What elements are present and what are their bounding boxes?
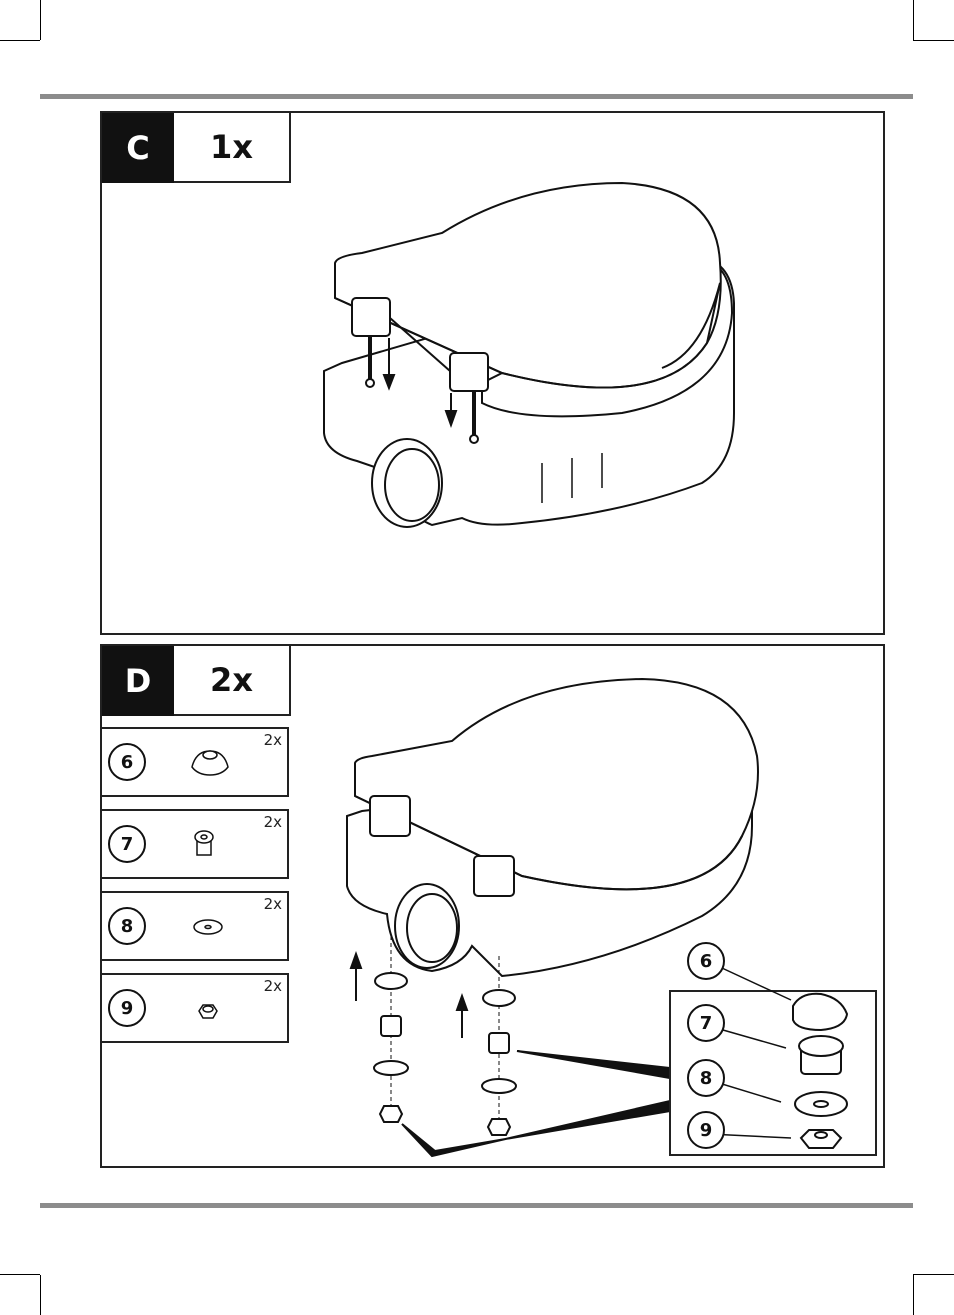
toilet-seat-fixing-illustration	[346, 677, 759, 1158]
crop-mark	[0, 1274, 40, 1275]
crop-mark	[0, 40, 40, 41]
part-item-6: 6 2x	[100, 727, 289, 797]
cone-cap-icon	[191, 750, 229, 776]
step-quantity: 2x	[174, 646, 291, 716]
washer-icon	[193, 919, 223, 935]
step-letter: C	[102, 113, 174, 183]
crop-mark	[913, 1275, 914, 1315]
header-rule	[40, 94, 913, 99]
fastener-stack-illustration	[708, 961, 849, 1149]
crop-mark	[40, 0, 41, 40]
callout-number: 8	[687, 1059, 725, 1097]
part-item-7: 7 2x	[100, 809, 289, 879]
expansion-bushing-icon	[194, 830, 214, 856]
crop-mark	[913, 0, 914, 40]
part-quantity: 2x	[263, 895, 282, 913]
toilet-seat-mounting-illustration	[323, 181, 735, 528]
callout-number: 7	[687, 1004, 725, 1042]
part-number: 8	[108, 907, 146, 945]
callout-number: 9	[687, 1111, 725, 1149]
part-quantity: 2x	[263, 977, 282, 995]
part-quantity: 2x	[263, 813, 282, 831]
step-quantity: 1x	[174, 113, 291, 183]
crop-mark	[40, 1275, 41, 1315]
step-d-panel: D 2x	[100, 644, 885, 1168]
hex-nut-icon	[198, 1004, 218, 1019]
part-quantity: 2x	[263, 731, 282, 749]
exploded-view-callout	[669, 961, 877, 1156]
part-number: 7	[108, 825, 146, 863]
part-number: 9	[108, 989, 146, 1027]
part-item-8: 8 2x	[100, 891, 289, 961]
step-c-panel: C 1x	[100, 111, 885, 635]
part-item-9: 9 2x	[100, 973, 289, 1043]
crop-mark	[913, 1274, 954, 1275]
crop-mark	[913, 40, 954, 41]
footer-rule	[40, 1203, 913, 1208]
callout-number: 6	[687, 942, 725, 980]
part-number: 6	[108, 743, 146, 781]
step-letter: D	[102, 646, 174, 716]
